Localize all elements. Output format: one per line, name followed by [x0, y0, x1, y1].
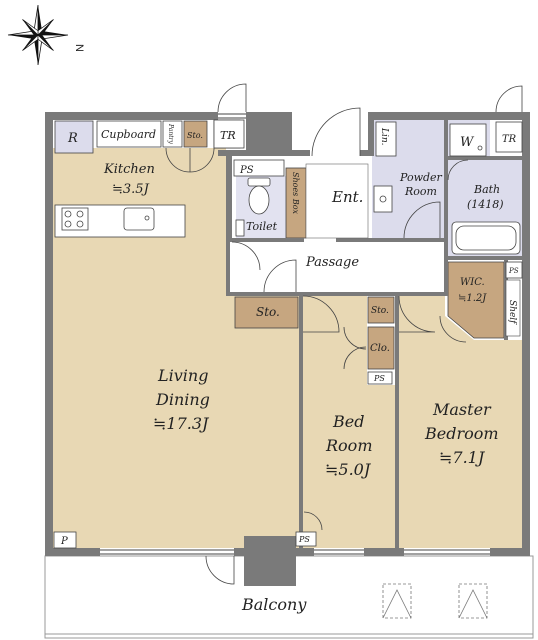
toilet-door[interactable]: [231, 241, 261, 271]
master-line1: Master: [432, 400, 492, 419]
kitchen-storage: [183, 120, 208, 148]
master-line2: Bedroom: [424, 424, 499, 443]
closet-door[interactable]: [343, 326, 367, 370]
compass-icon: [7, 4, 69, 66]
entrance-label: Ent.: [331, 188, 363, 206]
wic-label: WIC.: [460, 277, 485, 288]
powder-room-line2: Room: [404, 185, 437, 198]
trunk-room-left-box: [213, 119, 245, 149]
cupboard-label: Cupboard: [101, 128, 156, 141]
compass-north-label: N: [73, 44, 85, 52]
entrance-door[interactable]: [311, 107, 361, 157]
powder-door[interactable]: [403, 201, 441, 239]
living-line1: Living: [157, 366, 208, 385]
pantry-label: Pantry: [167, 123, 174, 144]
toilet-icon: [247, 177, 271, 215]
wic-size: ≒1.2J: [458, 293, 487, 304]
windows: [100, 113, 490, 555]
bottom-ps-box: [295, 531, 317, 547]
living-p-box: [53, 531, 77, 549]
bath-label: Bath: [473, 183, 500, 196]
passage-storage: [234, 296, 299, 329]
tr-left-door[interactable]: [217, 83, 247, 113]
bath-door[interactable]: [447, 159, 469, 181]
pipe-space-bottom-label: PS: [298, 535, 310, 544]
master-door[interactable]: [398, 295, 436, 333]
kitchen-name: Kitchen: [103, 162, 155, 177]
wic-ps-box: [505, 261, 523, 279]
pantry: [162, 120, 183, 148]
bedroom-door[interactable]: [302, 295, 340, 333]
entrance-floor: [305, 163, 369, 239]
passage-label: Passage: [305, 255, 359, 270]
living-p-label: P: [60, 536, 68, 547]
master-size: ≒7.1J: [439, 448, 486, 467]
cupboard: [96, 120, 162, 148]
walk-in-closet: [447, 261, 505, 339]
wic-door[interactable]: [439, 315, 467, 343]
powder-room-line1: Powder: [399, 171, 443, 184]
living-size: ≒17.3J: [153, 414, 210, 433]
pipe-space-toilet-label: PS: [239, 165, 254, 176]
washer-label: W: [460, 135, 475, 150]
shoes-box-label: Shoes Box: [291, 172, 300, 215]
balcony-door[interactable]: [205, 555, 235, 585]
closet: [367, 326, 395, 370]
bedroom-size: ≒5.0J: [325, 460, 372, 479]
kitchen-size: ≒3.5J: [112, 182, 150, 197]
bedroom-floor: [303, 296, 367, 548]
tr-right-door[interactable]: [495, 85, 523, 113]
powder-sink: [373, 185, 393, 213]
passage-door[interactable]: [263, 259, 297, 293]
bath-size: (1418): [467, 198, 504, 211]
walls: [45, 112, 530, 586]
shelf-label: Shelf: [507, 300, 517, 325]
bedroom-line2: Room: [325, 436, 372, 455]
toilet-label: Toilet: [246, 220, 278, 233]
pipe-space-bedroom-label: PS: [373, 374, 385, 383]
linen-label: Lin.: [379, 127, 389, 146]
pipe-space-wic-label: PS: [508, 267, 519, 275]
washer-icon: [449, 123, 487, 157]
living-dining-kitchen-floor: [53, 148, 299, 548]
bedroom-storage: [367, 296, 395, 324]
bathtub-icon: [451, 221, 521, 255]
trunk-room-right-label: TR: [502, 134, 517, 145]
master-bedroom-floor: [399, 296, 522, 548]
bed-balcony-door[interactable]: [303, 511, 323, 531]
refrigerator-label: R: [67, 131, 78, 146]
linen-cabinet: [375, 121, 397, 157]
balcony-hatch-right: [458, 583, 488, 619]
balcony-label: Balcony: [241, 595, 307, 614]
bedroom-storage-label: Sto.: [371, 306, 389, 316]
bedroom-line1: Bed: [332, 412, 364, 431]
kitchen-door[interactable]: [165, 147, 215, 173]
bedroom-floor-2: [367, 385, 395, 548]
closet-label: Clo.: [370, 343, 390, 354]
balcony-hatch-left: [382, 583, 412, 619]
passage-storage-label: Sto.: [256, 305, 280, 319]
living-line2: Dining: [155, 390, 210, 409]
kitchen-storage-label: Sto.: [187, 131, 203, 140]
refrigerator-space: [54, 120, 94, 154]
wic-shelf: [505, 279, 521, 337]
trunk-room-left-label: TR: [220, 129, 236, 142]
trunk-room-right-box: [495, 121, 523, 153]
bedroom-ps-box: [367, 371, 393, 385]
toilet-ps-box: [233, 159, 285, 177]
kitchen-counter: [54, 204, 186, 238]
